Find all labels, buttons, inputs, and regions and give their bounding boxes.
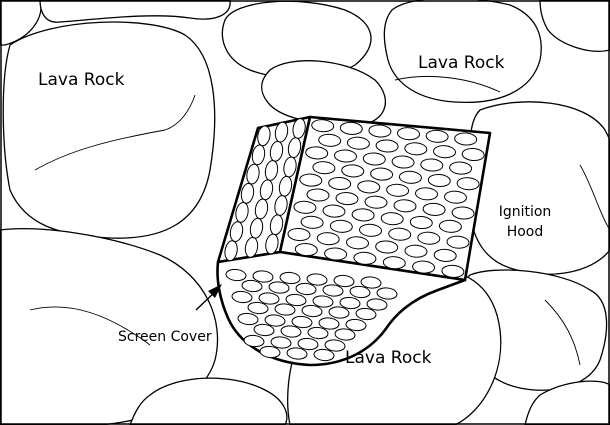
label-ignition-hood: Ignition Hood [490, 202, 560, 242]
rock-large-left [3, 22, 214, 238]
label-ignition-hood-line2: Hood [490, 222, 560, 242]
rock-right-middle [470, 102, 610, 274]
label-ignition-hood-line1: Ignition [490, 202, 560, 222]
rock-top-right [384, 0, 541, 102]
label-lava-rock-left: Lava Rock [38, 72, 124, 89]
label-screen-cover: Screen Cover [118, 330, 212, 344]
label-lava-rock-bottom: Lava Rock [345, 350, 431, 367]
label-lava-rock-top: Lava Rock [418, 55, 504, 72]
